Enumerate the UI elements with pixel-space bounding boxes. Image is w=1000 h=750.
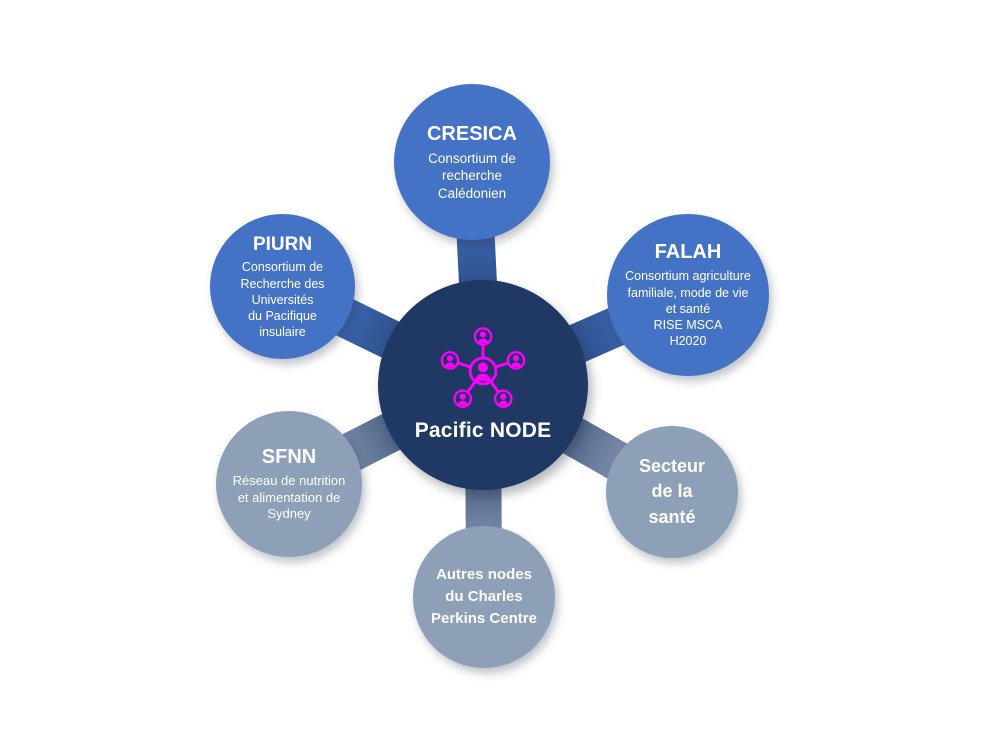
node-cresica-subtitle: Consortium de recherche Calédonien bbox=[428, 150, 516, 201]
node-falah: FALAH Consortium agriculture familiale, … bbox=[607, 214, 769, 376]
network-people-icon bbox=[440, 327, 526, 409]
node-sfnn-subtitle: Réseau de nutrition et alimentation de S… bbox=[232, 472, 346, 522]
node-autres-nodes: Autres nodes du Charles Perkins Centre bbox=[413, 526, 555, 668]
node-autres-nodes-title: Autres nodes du Charles Perkins Centre bbox=[431, 566, 537, 627]
node-sfnn-title: SFNN bbox=[261, 445, 317, 468]
hub-label: Pacific NODE bbox=[414, 419, 552, 442]
node-secteur-sante: Secteur de la santé bbox=[606, 426, 738, 558]
node-sfnn: SFNN Réseau de nutrition et alimentation… bbox=[216, 411, 362, 557]
node-falah-subtitle: Consortium agriculture familiale, mode d… bbox=[625, 269, 751, 349]
node-piurn-subtitle: Consortium de Recherche des Universités … bbox=[240, 260, 325, 340]
node-cresica-title: CRESICA bbox=[426, 122, 517, 145]
node-secteur-sante-title: Secteur de la santé bbox=[638, 456, 706, 527]
hub-node-pacific: Pacific NODE bbox=[378, 280, 588, 490]
node-piurn: PIURN Consortium de Recherche des Univer… bbox=[210, 214, 355, 359]
node-cresica: CRESICA Consortium de recherche Calédoni… bbox=[394, 84, 550, 240]
node-piurn-title: PIURN bbox=[252, 233, 313, 255]
node-falah-title: FALAH bbox=[654, 241, 722, 264]
